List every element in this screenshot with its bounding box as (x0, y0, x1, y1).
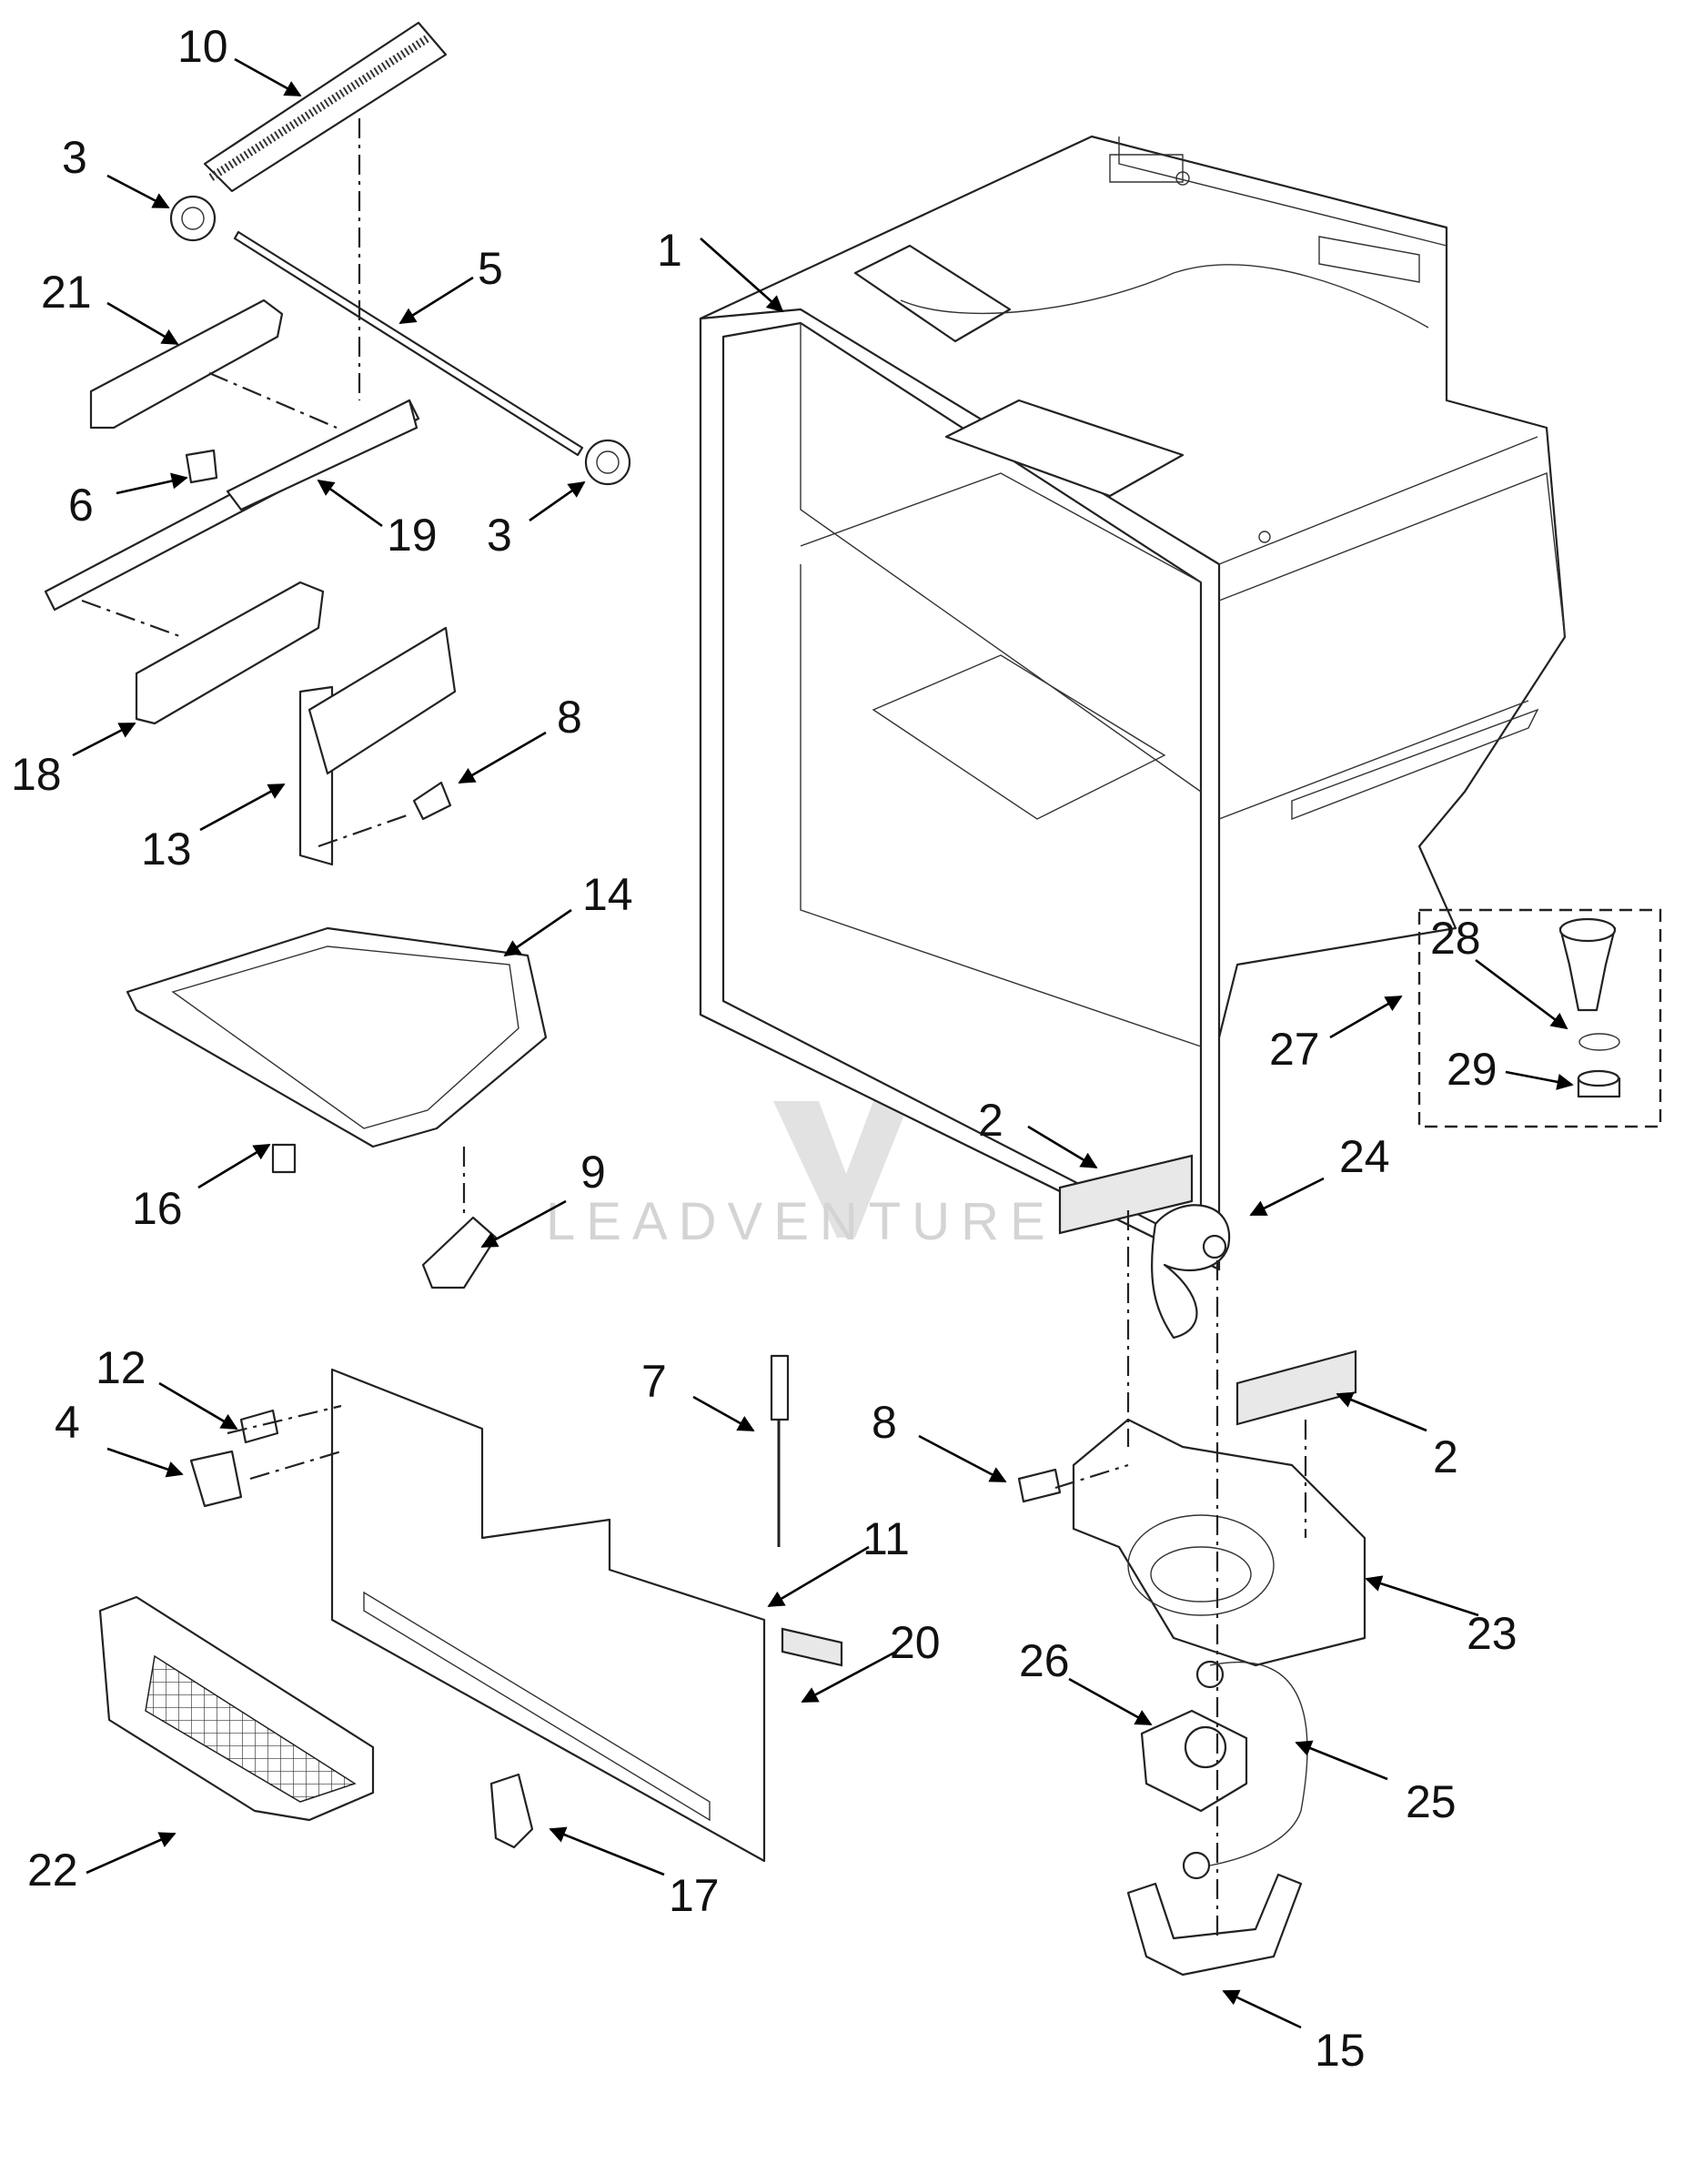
callout-19: 19 (387, 510, 438, 561)
part-17-bulb-cover (489, 1773, 534, 1849)
callout-9: 9 (580, 1147, 606, 1198)
callout-15: 15 (1315, 2025, 1366, 2076)
callout-4: 4 (55, 1397, 80, 1448)
part-8-screw-upper (412, 781, 452, 821)
callout-17: 17 (669, 1870, 720, 1921)
callout-21: 21 (41, 267, 92, 318)
callout-6: 6 (68, 480, 94, 531)
part-9-light-housing (421, 1216, 498, 1289)
part-28-drain-fitting (1558, 917, 1620, 1051)
callout-22: 22 (27, 1845, 78, 1896)
callout-5: 5 (478, 243, 503, 294)
callout-3-bottom: 3 (487, 510, 512, 561)
part-23-fan-shroud (1072, 1418, 1366, 1667)
callout-2-upper: 2 (978, 1095, 1003, 1146)
part-7-probe (770, 1354, 790, 1547)
callout-26: 26 (1019, 1635, 1070, 1686)
callout-12: 12 (96, 1342, 146, 1393)
leader-arrows (72, 57, 1574, 2029)
part-19-slide (44, 399, 420, 612)
callout-20: 20 (890, 1617, 941, 1668)
callout-13: 13 (141, 824, 192, 875)
callout-10: 10 (177, 21, 228, 72)
part-13-bracket (298, 626, 457, 866)
part-2-foam-lower (1235, 1350, 1357, 1426)
part-3-gear-bottom (584, 439, 631, 486)
part-10-rail (203, 21, 448, 193)
callout-27: 27 (1269, 1024, 1320, 1075)
part-26-fan-motor (1140, 1660, 1248, 1880)
callout-2-lower: 2 (1433, 1431, 1458, 1482)
callout-18: 18 (11, 749, 62, 800)
callout-labels: 10 3 1 5 21 6 19 3 8 18 13 14 28 29 27 2… (11, 21, 1518, 2076)
part-2-foam-upper (1058, 1154, 1194, 1235)
alignment-lines (81, 118, 1307, 1938)
part-25-wire (1209, 1661, 1308, 1866)
part-20-strip (781, 1627, 843, 1667)
callout-29: 29 (1447, 1044, 1497, 1095)
part-12-screw (239, 1409, 279, 1444)
callout-28: 28 (1430, 913, 1481, 964)
callout-11: 11 (862, 1513, 910, 1564)
callout-23: 23 (1467, 1608, 1518, 1659)
part-5-shaft (233, 230, 584, 457)
part-3-gear-top (169, 195, 217, 242)
callout-8-lower: 8 (872, 1397, 897, 1448)
part-11-panel (330, 1368, 766, 1863)
part-6-screw (185, 449, 218, 484)
callout-1: 1 (657, 225, 682, 276)
callout-3-top: 3 (62, 132, 87, 183)
callout-14: 14 (582, 869, 633, 920)
callout-7: 7 (641, 1356, 667, 1407)
part-27-kit-box (1417, 908, 1662, 1128)
callout-16: 16 (132, 1183, 183, 1234)
part-29-grommet (1577, 1069, 1621, 1098)
watermark-text: LEADVENTURE (546, 1192, 1056, 1251)
part-15-motor-bracket (1126, 1873, 1303, 1977)
part-1-freezer-liner (699, 135, 1567, 1271)
callout-24: 24 (1339, 1131, 1390, 1182)
part-18-bracket (135, 581, 325, 725)
callout-8-upper: 8 (557, 692, 582, 743)
part-8-screw-lower (1017, 1468, 1062, 1503)
part-24-fan-blade (1150, 1204, 1231, 1340)
part-4-switch (189, 1450, 243, 1508)
callout-25: 25 (1406, 1776, 1457, 1827)
part-14-tray (126, 926, 548, 1148)
part-21-bracket (89, 298, 284, 430)
part-16-clip (271, 1143, 297, 1174)
part-22-grille (98, 1595, 375, 1822)
